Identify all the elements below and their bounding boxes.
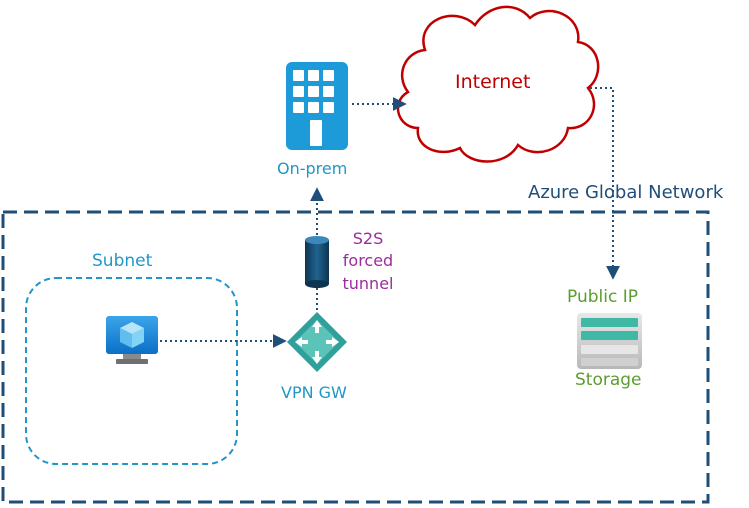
- internet-label: Internet: [455, 71, 531, 93]
- storage-account-icon: [577, 313, 642, 369]
- cylinder-tunnel-icon: [305, 236, 329, 288]
- vpn-gateway-label: VPN GW: [281, 383, 347, 402]
- storage-label: Storage: [575, 370, 642, 390]
- building-icon: [286, 62, 348, 150]
- onprem-label: On-prem: [277, 159, 348, 178]
- tunnel-label-line: forced: [342, 251, 394, 271]
- subnet-label: Subnet: [92, 251, 153, 271]
- subnet-boundary: [25, 277, 238, 465]
- tunnel-label: S2S forced tunnel: [340, 228, 396, 295]
- azure-network-label: Azure Global Network: [528, 182, 724, 203]
- tunnel-label-line: tunnel: [342, 273, 394, 293]
- internet-cloud-icon: [396, 5, 600, 163]
- virtual-machine-icon: [106, 316, 158, 364]
- azure-network-boundary: [1, 210, 710, 504]
- tunnel-label-line: S2S: [352, 229, 384, 248]
- vpn-gateway-arrows-icon: [287, 312, 347, 372]
- public-ip-label: Public IP: [567, 287, 638, 307]
